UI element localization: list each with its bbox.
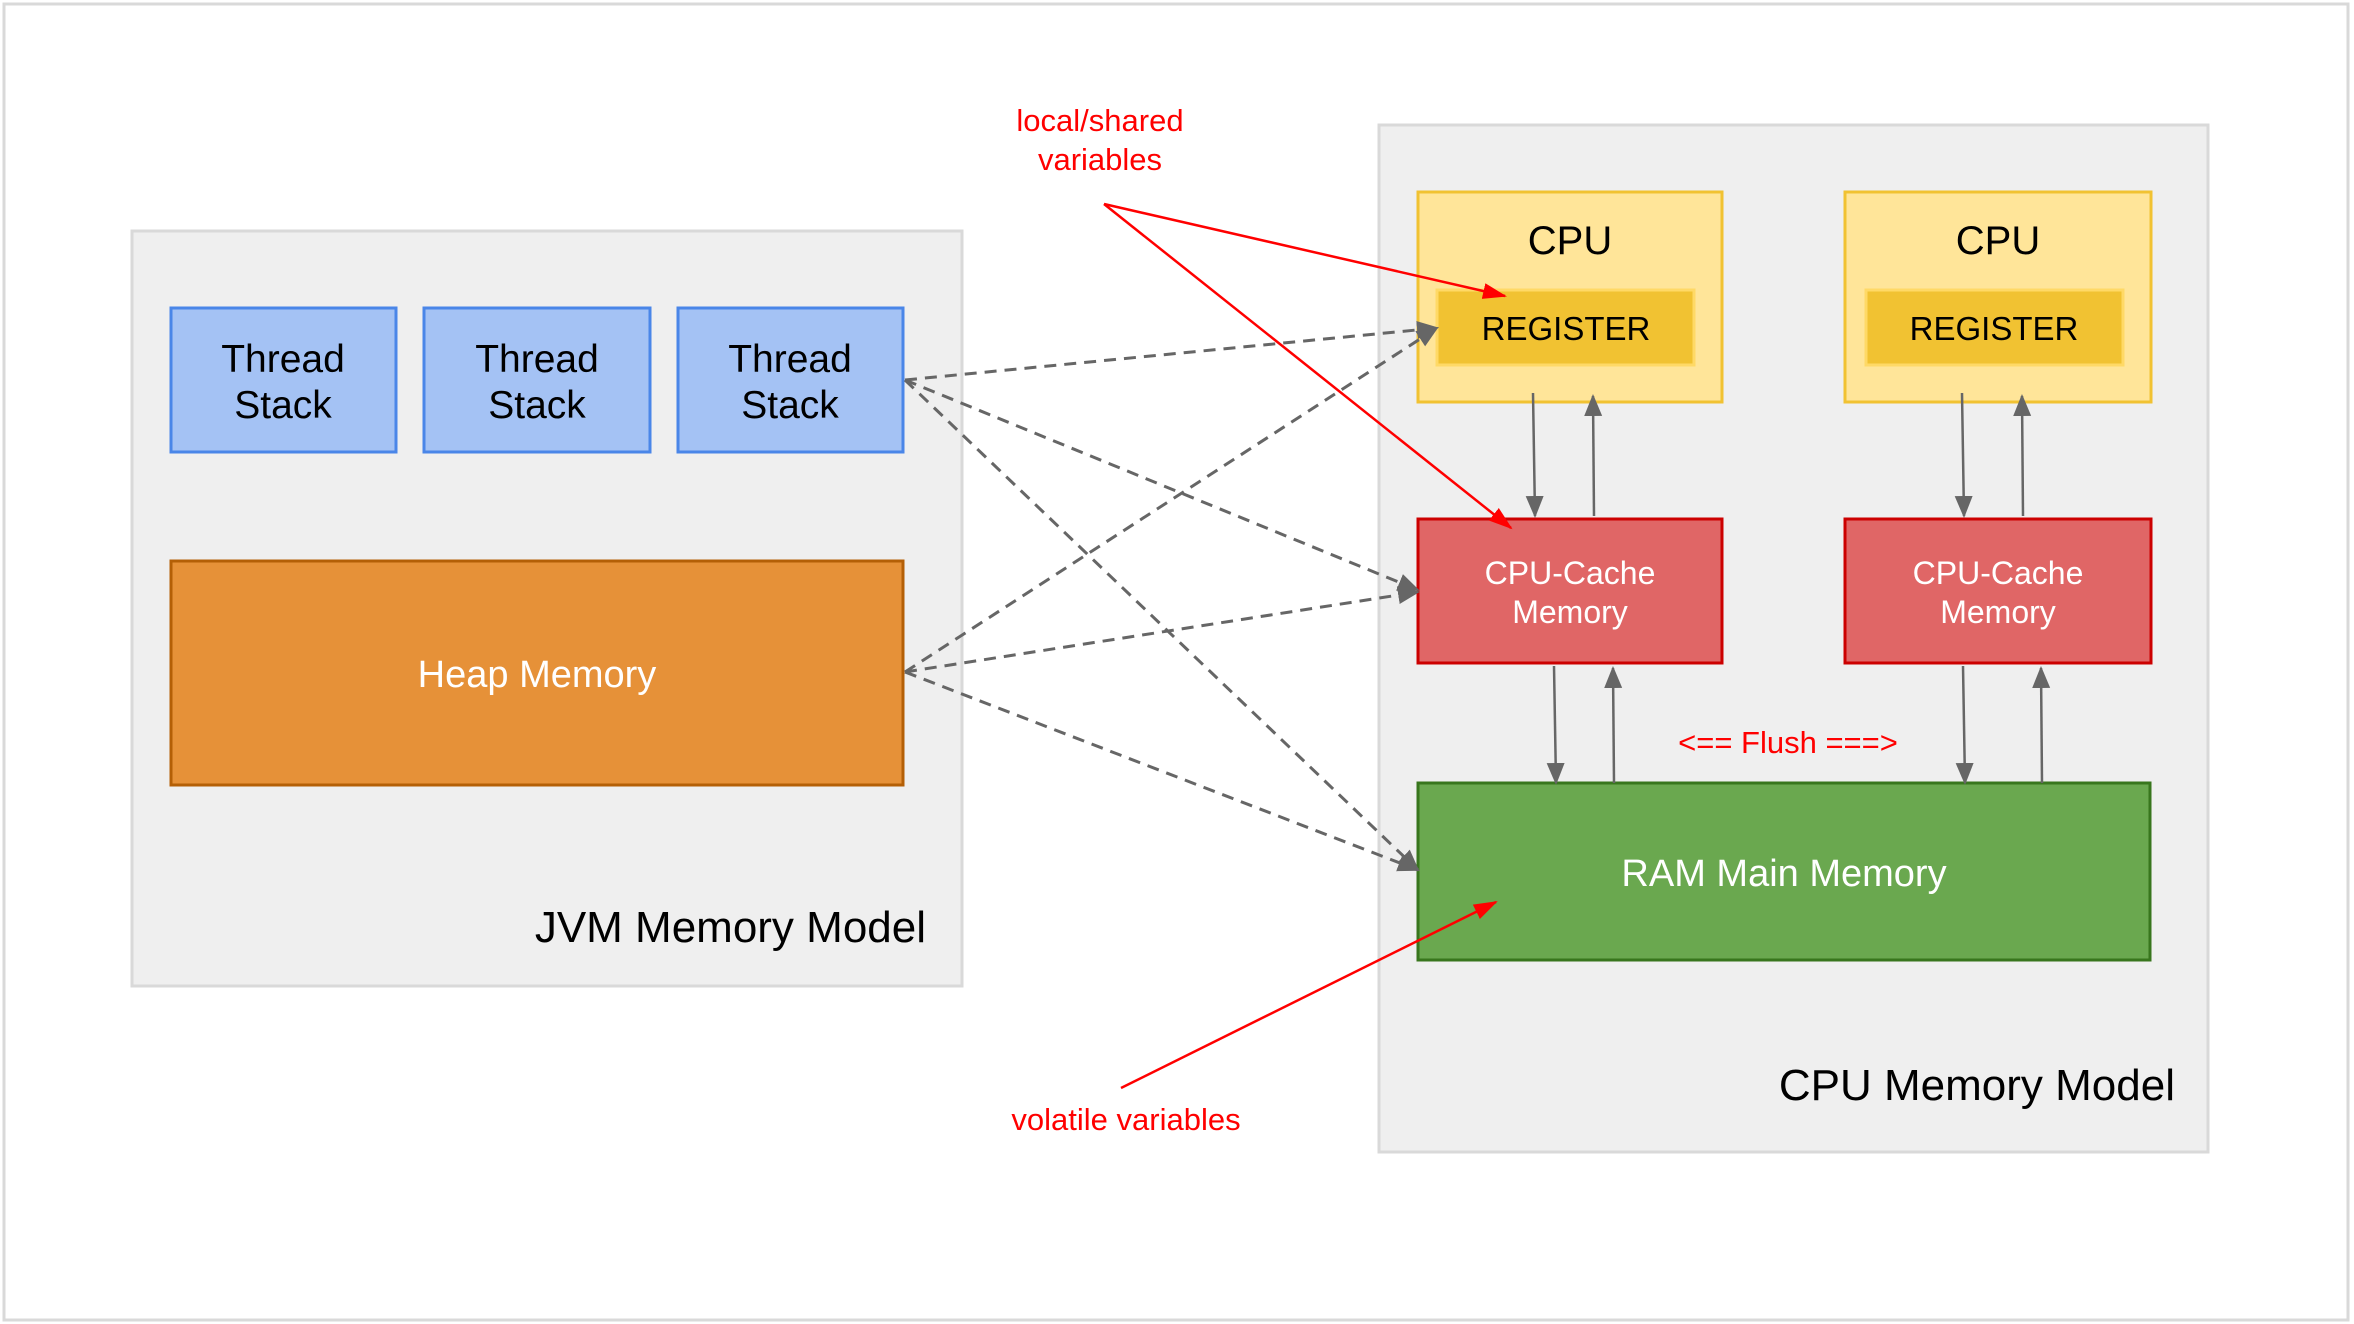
- annotations: local/shared variables volatile variable…: [1011, 103, 1513, 1137]
- jvm-label: JVM Memory Model: [535, 903, 926, 952]
- dashed-arrow: [904, 326, 1439, 674]
- arrow-up: [1584, 394, 1603, 517]
- arrow-up: [2032, 666, 2051, 784]
- red-arrow-to-cache: [1103, 203, 1513, 530]
- cpu-title: CPU: [1956, 219, 2040, 263]
- cpu-memory-model: CPU Memory Model CPU REGISTER CPU REGIST…: [1377, 123, 2210, 1154]
- local-shared-label: variables: [1038, 142, 1162, 177]
- thread-stack-label: Stack: [488, 384, 586, 427]
- dashed-arrow: [904, 378, 1420, 592]
- thread-stack-label: Thread: [475, 338, 599, 381]
- red-arrow-to-register: [1103, 202, 1507, 299]
- cpu-cache-arrows: [1525, 392, 2051, 785]
- heap-label: Heap Memory: [418, 654, 657, 696]
- volatile-label: volatile variables: [1011, 1102, 1240, 1137]
- red-arrow-to-ram: [1120, 900, 1498, 1090]
- jvm-memory-model: JVM Memory Model Thread Stack Thread Sta…: [130, 229, 964, 988]
- cache-label: CPU-Cache: [1485, 555, 1656, 591]
- thread-stack-3: Thread Stack: [676, 306, 905, 454]
- cpu-title: CPU: [1528, 219, 1612, 263]
- flush-label: <== Flush ===>: [1678, 725, 1898, 760]
- heap-memory: Heap Memory: [169, 559, 905, 787]
- register-label: REGISTER: [1910, 310, 2079, 347]
- dashed-arrow: [903, 378, 1420, 872]
- local-shared-label: local/shared: [1016, 103, 1183, 138]
- cache-label: CPU-Cache: [1913, 555, 2084, 591]
- cpu-model-label: CPU Memory Model: [1779, 1061, 2175, 1110]
- arrow-down: [1525, 392, 1544, 518]
- cpu-cache-2: CPU-Cache Memory: [1843, 517, 2153, 665]
- cache-label: Memory: [1940, 594, 2056, 630]
- thread-stack-label: Stack: [741, 384, 839, 427]
- cache-label: Memory: [1512, 594, 1628, 630]
- thread-stack-2: Thread Stack: [422, 306, 652, 454]
- thread-stack-label: Thread: [728, 338, 852, 381]
- cpu-1: CPU REGISTER: [1416, 190, 1724, 404]
- arrow-down: [1955, 665, 1974, 785]
- thread-stack-1: Thread Stack: [169, 306, 398, 454]
- ram-main-memory: RAM Main Memory: [1416, 781, 2152, 962]
- dashed-arrow: [904, 586, 1420, 674]
- thread-stack-label: Thread: [221, 338, 345, 381]
- dashed-arrow: [904, 670, 1420, 872]
- thread-stack-label: Stack: [234, 384, 332, 427]
- ram-label: RAM Main Memory: [1621, 853, 1946, 895]
- cpu-cache-1: CPU-Cache Memory: [1416, 517, 1724, 665]
- register-label: REGISTER: [1482, 310, 1651, 347]
- dashed-arrow: [904, 320, 1439, 382]
- jvm-cpu-connectors: [903, 320, 1439, 872]
- arrow-up: [1604, 666, 1623, 784]
- arrow-up: [2013, 394, 2032, 517]
- arrow-down: [1954, 392, 1973, 518]
- register-2: [1864, 288, 2125, 367]
- arrow-down: [1546, 665, 1565, 785]
- cpu-2: CPU REGISTER: [1843, 190, 2153, 404]
